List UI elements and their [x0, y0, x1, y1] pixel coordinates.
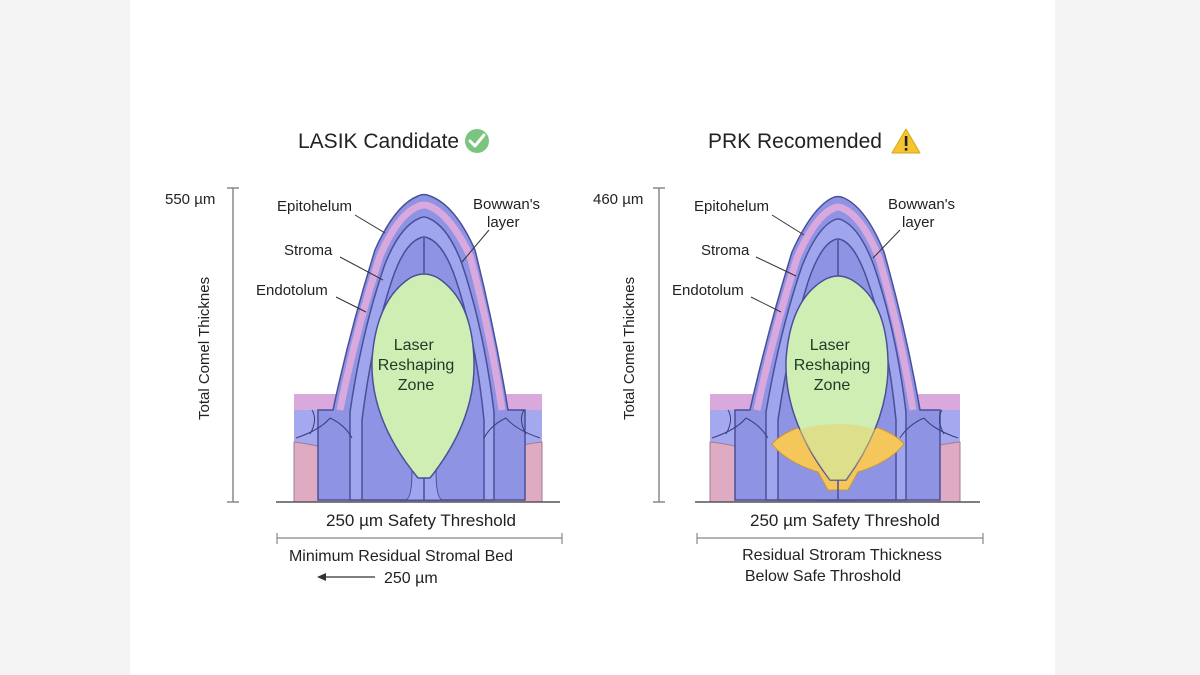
label-bowman-text-line-2: layer: [487, 214, 520, 231]
label-endothelium: Endotolum: [672, 282, 744, 299]
label-stroma: Stroma: [284, 242, 333, 259]
label-bowman-text-line-2: layer: [902, 214, 935, 231]
label-endothelium: Endotolum: [256, 282, 328, 299]
axis-label: Total Comel Thicknes: [621, 277, 638, 420]
nerve-left: [295, 409, 353, 439]
arrow-value: 250 µm: [384, 570, 438, 587]
bowman-layer: [336, 201, 506, 411]
caption-line-1: Minimum Residual Stromal Bed: [289, 548, 513, 565]
zone-label-text: Laser: [810, 337, 851, 354]
panel-prk: PRK Recomended 460 µm Total Comel Thickn…: [593, 128, 984, 585]
zone-label-text-line-3: Zone: [814, 377, 851, 394]
safety-threshold: 250 µm Safety Threshold: [326, 511, 516, 530]
nerve-right: [899, 409, 959, 439]
panel-title: PRK Recomended: [708, 130, 882, 153]
zone-label-text-line-2: Reshaping: [794, 357, 871, 374]
thickness-bracket: [227, 187, 239, 503]
cornea-cross-section: [293, 193, 543, 503]
thickness-value: 460 µm: [593, 191, 643, 208]
axis-label: Total Comel Thicknes: [196, 277, 213, 420]
safety-threshold: 250 µm Safety Threshold: [750, 511, 940, 530]
nerve-left: [711, 409, 769, 439]
check-circle-icon: [465, 129, 489, 153]
caption-bracket: [276, 533, 563, 544]
zone-label-text: Laser: [394, 337, 435, 354]
caption-bracket: [696, 533, 984, 544]
label-bowman: Bowwan's layer: [888, 196, 959, 231]
panel-lasik: LASIK Candidate 550 µm Total Comel Thick…: [165, 129, 563, 587]
panel-title: LASIK Candidate: [298, 130, 459, 153]
thickness-value: 550 µm: [165, 191, 215, 208]
zone-label-text-line-2: Reshaping: [378, 357, 455, 374]
label-bowman: Bowwan's layer: [473, 196, 544, 231]
label-epithelium: Epitohelum: [277, 198, 352, 215]
label-bowman-text: Bowwan's: [473, 196, 540, 213]
panel-background: [130, 0, 1055, 675]
arrow-left-icon: [317, 573, 375, 581]
cornea-cross-section: [709, 195, 961, 503]
laser-reshaping-zone: [371, 273, 475, 479]
warning-triangle-icon: [891, 128, 921, 154]
bowman-layer: [753, 203, 917, 411]
label-stroma: Stroma: [701, 242, 750, 259]
caption-line-2: Below Safe Throshold: [745, 568, 901, 585]
label-bowman-text: Bowwan's: [888, 196, 955, 213]
thickness-bracket: [653, 187, 665, 503]
zone-label-text-line-3: Zone: [398, 377, 435, 394]
label-epithelium: Epitohelum: [694, 198, 769, 215]
nerve-right: [483, 409, 541, 439]
caption-line-1: Residual Stroram Thickness: [742, 547, 942, 564]
